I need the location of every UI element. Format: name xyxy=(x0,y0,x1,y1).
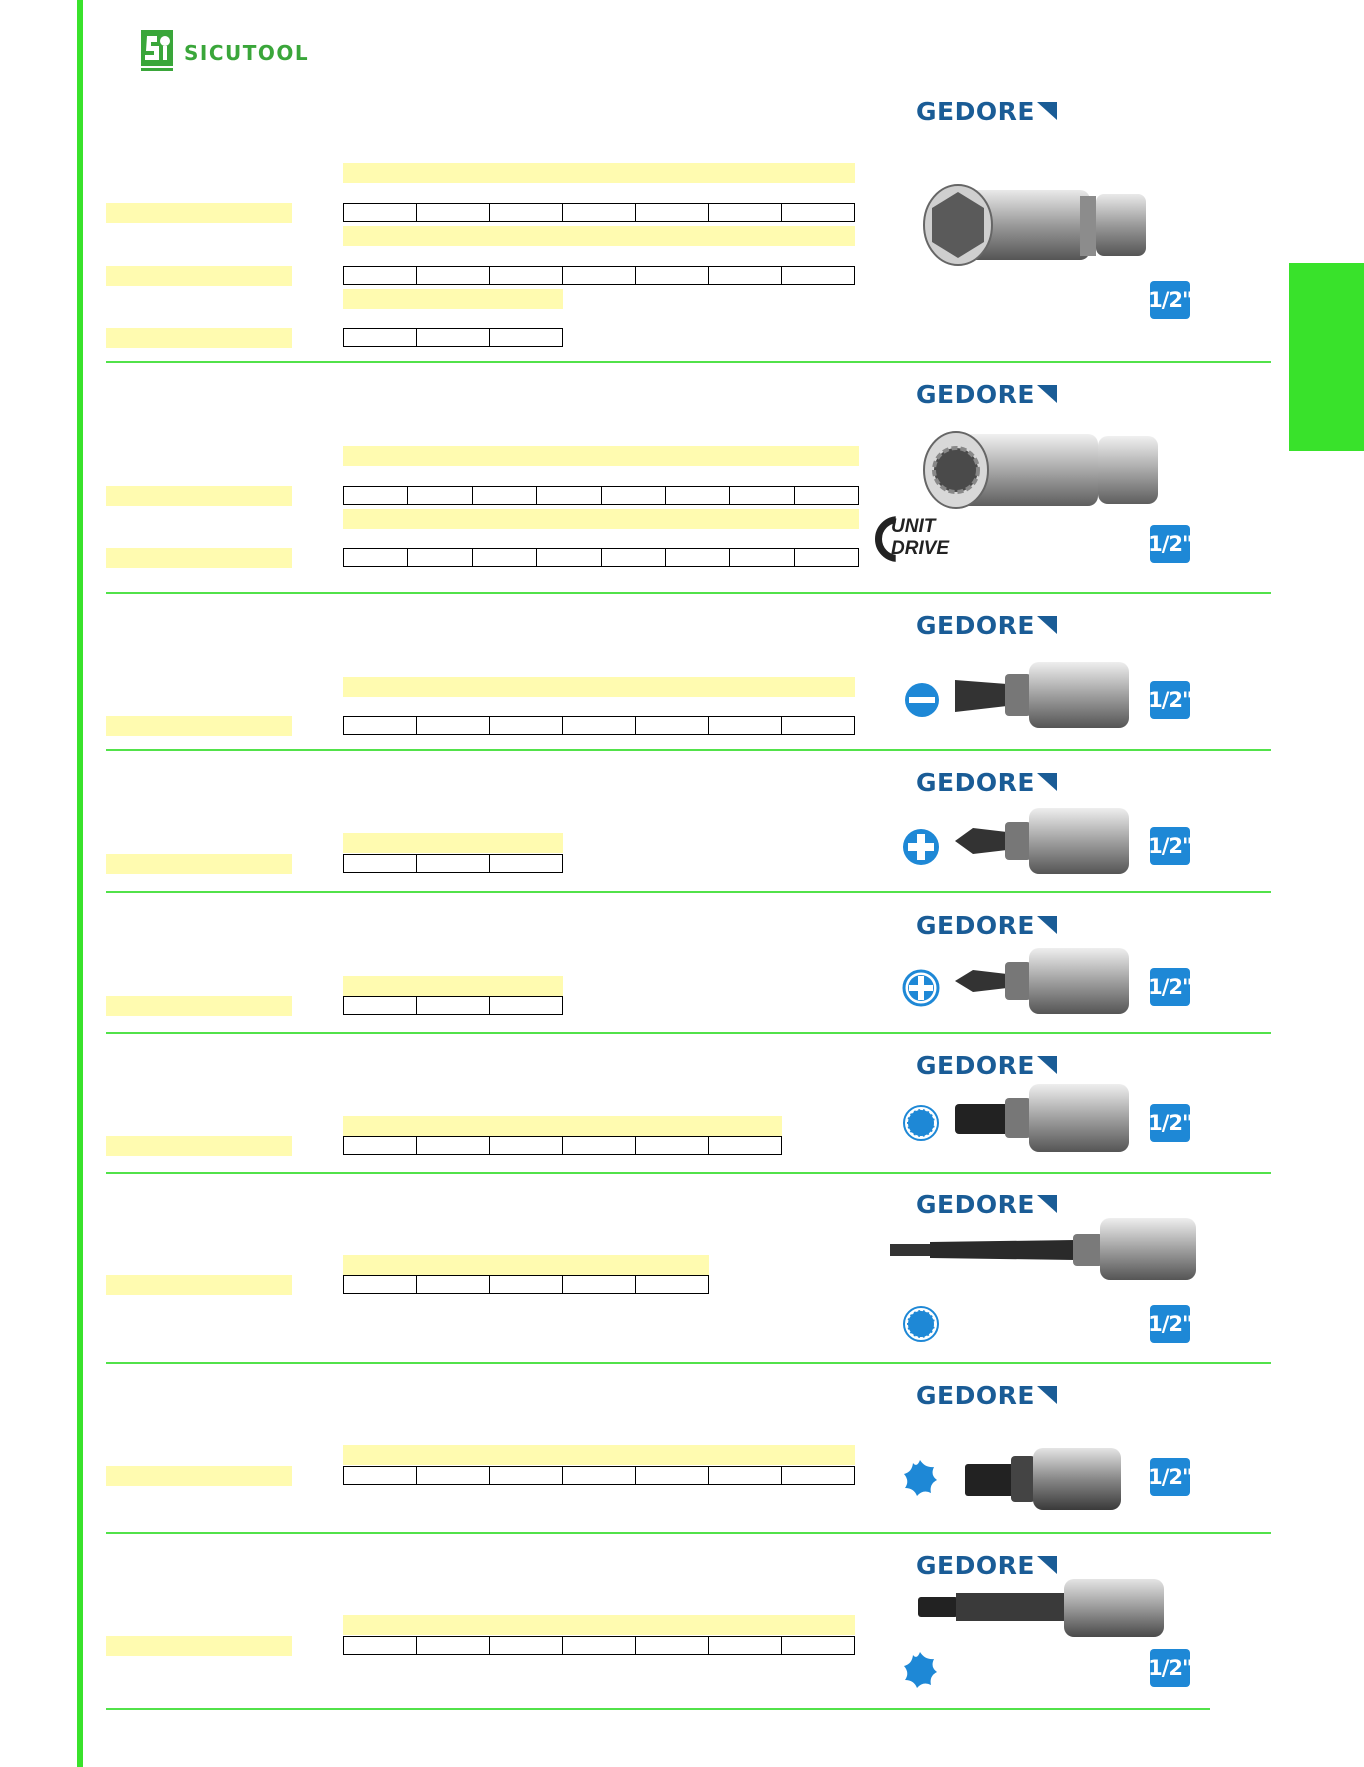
gedore-logo: GEDORE xyxy=(916,1051,1057,1080)
gedore-logo: GEDORE xyxy=(916,1190,1057,1219)
spec-header-bar xyxy=(343,509,859,529)
bit-socket-image xyxy=(955,808,1129,874)
spec-row xyxy=(343,1636,855,1655)
spec-header-bar xyxy=(343,976,563,996)
long-bit-socket-image xyxy=(890,1218,1196,1280)
spec-header-bar xyxy=(343,1255,709,1275)
spec-row xyxy=(343,996,563,1015)
gedore-logo: GEDORE xyxy=(916,1381,1057,1410)
spec-row xyxy=(343,716,855,735)
xzn-icon xyxy=(903,1306,939,1342)
spec-row xyxy=(343,1136,782,1155)
drive-size-badge: 1/2" xyxy=(1148,827,1193,865)
gedore-logo: GEDORE xyxy=(916,380,1057,409)
xzn-icon xyxy=(903,1105,939,1141)
section-divider xyxy=(106,592,1271,594)
drive-size-badge: 1/2" xyxy=(1148,1458,1193,1496)
sicutool-logo-icon xyxy=(141,30,173,71)
spec-label-bar xyxy=(106,548,292,568)
bit-socket-image xyxy=(965,1448,1121,1510)
spec-row xyxy=(343,203,855,222)
spec-row xyxy=(343,486,859,505)
drive-size-badge: 1/2" xyxy=(1148,1305,1193,1343)
spec-header-bar xyxy=(343,1116,782,1136)
spec-label-bar xyxy=(106,203,292,223)
section-divider xyxy=(106,1172,1271,1174)
section-divider xyxy=(106,1032,1271,1034)
spec-header-bar xyxy=(343,446,859,466)
torx-icon xyxy=(904,1460,937,1496)
bit-socket-image xyxy=(955,948,1129,1014)
spec-header-bar xyxy=(343,163,855,183)
drive-size-badge: 1/2" xyxy=(1148,968,1193,1006)
spec-label-bar xyxy=(106,854,292,874)
unit-drive-badge: UNIT DRIVE xyxy=(875,512,965,570)
spec-label-bar xyxy=(106,996,292,1016)
gedore-logo: GEDORE xyxy=(916,611,1057,640)
slotted-icon xyxy=(905,683,939,717)
spec-header-bar xyxy=(343,289,563,309)
spec-row xyxy=(343,854,563,873)
section-divider xyxy=(106,361,1271,363)
section-divider xyxy=(106,749,1271,751)
spec-header-bar xyxy=(343,833,563,853)
logo-text: SICUTOOL xyxy=(184,41,310,65)
section-divider xyxy=(106,1532,1271,1534)
spec-label-bar xyxy=(106,1466,292,1486)
left-accent-bar xyxy=(77,0,83,1767)
socket-image xyxy=(923,184,1146,266)
section-divider xyxy=(106,891,1271,893)
spec-row xyxy=(343,266,855,285)
spec-header-bar xyxy=(343,677,855,697)
section-divider xyxy=(106,1362,1271,1364)
phillips-icon xyxy=(903,829,939,865)
spec-header-bar xyxy=(343,1615,855,1635)
drive-size-badge: 1/2" xyxy=(1148,525,1193,563)
spec-header-bar xyxy=(343,226,855,246)
side-index-tab xyxy=(1289,263,1364,451)
bit-socket-image xyxy=(955,1084,1129,1152)
spec-label-bar xyxy=(106,266,292,286)
socket-image xyxy=(923,431,1158,509)
long-bit-socket-image xyxy=(918,1579,1164,1637)
gedore-logo: GEDORE xyxy=(916,1551,1057,1580)
gedore-logo: GEDORE xyxy=(916,768,1057,797)
spec-row xyxy=(343,328,563,347)
spec-row xyxy=(343,548,859,567)
spec-label-bar xyxy=(106,1275,292,1295)
spec-header-bar xyxy=(343,1445,855,1465)
spec-label-bar xyxy=(106,486,292,506)
spec-label-bar xyxy=(106,328,292,348)
drive-size-badge: 1/2" xyxy=(1148,1649,1193,1687)
section-divider xyxy=(106,1708,1210,1710)
gedore-logo: GEDORE xyxy=(916,97,1057,126)
pozidriv-icon xyxy=(902,969,940,1007)
bit-socket-image xyxy=(955,662,1129,728)
spec-row xyxy=(343,1466,855,1485)
drive-size-badge: 1/2" xyxy=(1148,281,1193,319)
gedore-logo: GEDORE xyxy=(916,911,1057,940)
torx-icon xyxy=(904,1652,937,1688)
spec-label-bar xyxy=(106,716,292,736)
spec-label-bar xyxy=(106,1136,292,1156)
drive-size-badge: 1/2" xyxy=(1148,1104,1193,1142)
drive-size-badge: 1/2" xyxy=(1148,681,1193,719)
spec-row xyxy=(343,1275,709,1294)
spec-label-bar xyxy=(106,1636,292,1656)
